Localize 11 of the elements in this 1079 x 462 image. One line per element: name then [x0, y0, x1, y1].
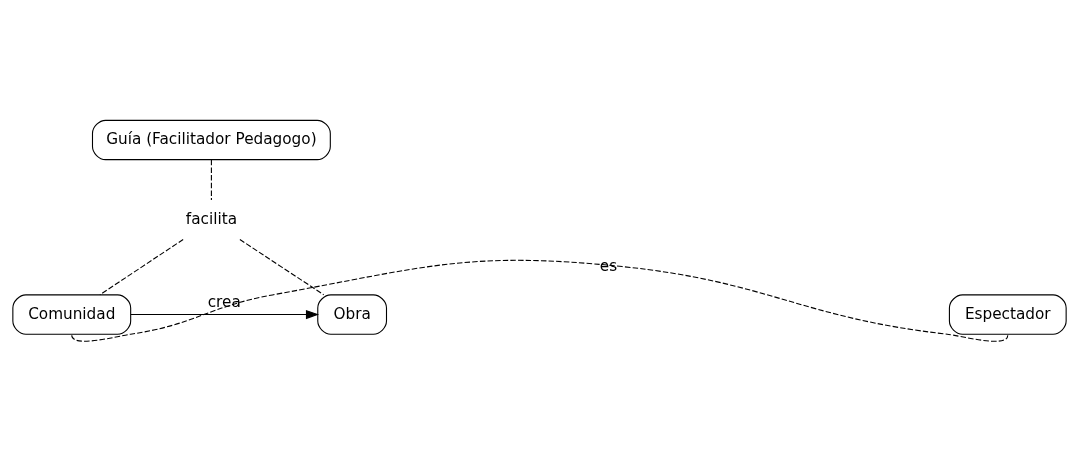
- connector: [210, 159, 212, 201]
- node-box: Comunidad: [12, 294, 132, 335]
- connector: [99, 238, 184, 296]
- edge-label: crea: [207, 293, 241, 312]
- node-box: Espectador: [948, 294, 1067, 335]
- node-box: Guía (Facilitador Pedagogo): [91, 119, 331, 161]
- node-box: Obra: [317, 294, 388, 335]
- connector: [71, 259, 1009, 342]
- connector: [239, 238, 325, 296]
- arrow: [130, 309, 320, 320]
- node-text: facilita: [185, 209, 237, 228]
